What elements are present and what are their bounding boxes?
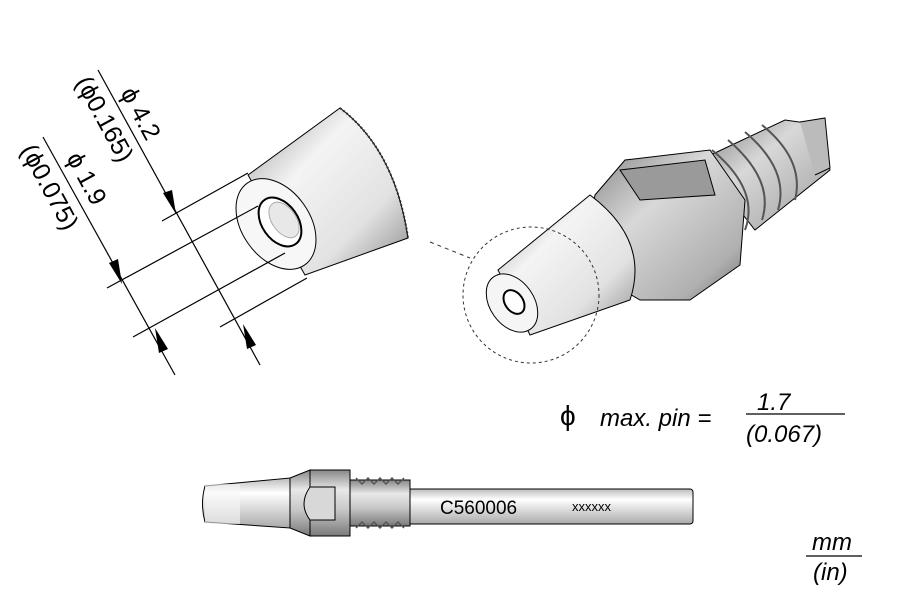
dimension-arrows [109,190,256,353]
max-pin-label: max. pin = [600,405,711,432]
arrow-down-outer [163,190,176,214]
part-code: C560006 [440,498,517,519]
tip-detail-view [235,107,409,276]
detail-circle [462,226,600,364]
max-pin-inch: (0.067) [746,421,822,448]
nozzle-3d-view [429,117,831,364]
diameter-icon: ϕ [560,400,576,431]
unit-inch: (in) [813,559,848,586]
max-pin-mm: 1.7 [757,389,792,416]
arrow-down-inner [109,259,122,284]
unit-mm: mm [812,529,852,556]
lot-number: xxxxxx [572,499,612,514]
arrow-up-outer [243,324,256,349]
thread-section [699,117,831,231]
dimension-lines [42,69,308,376]
max-pin-annotation: ϕ max. pin = 1.7 (0.067) [560,389,845,448]
nozzle-side-view: C560006 xxxxxx [202,469,694,537]
units-legend: mm (in) [806,529,862,586]
arrow-up-inner [155,328,168,353]
